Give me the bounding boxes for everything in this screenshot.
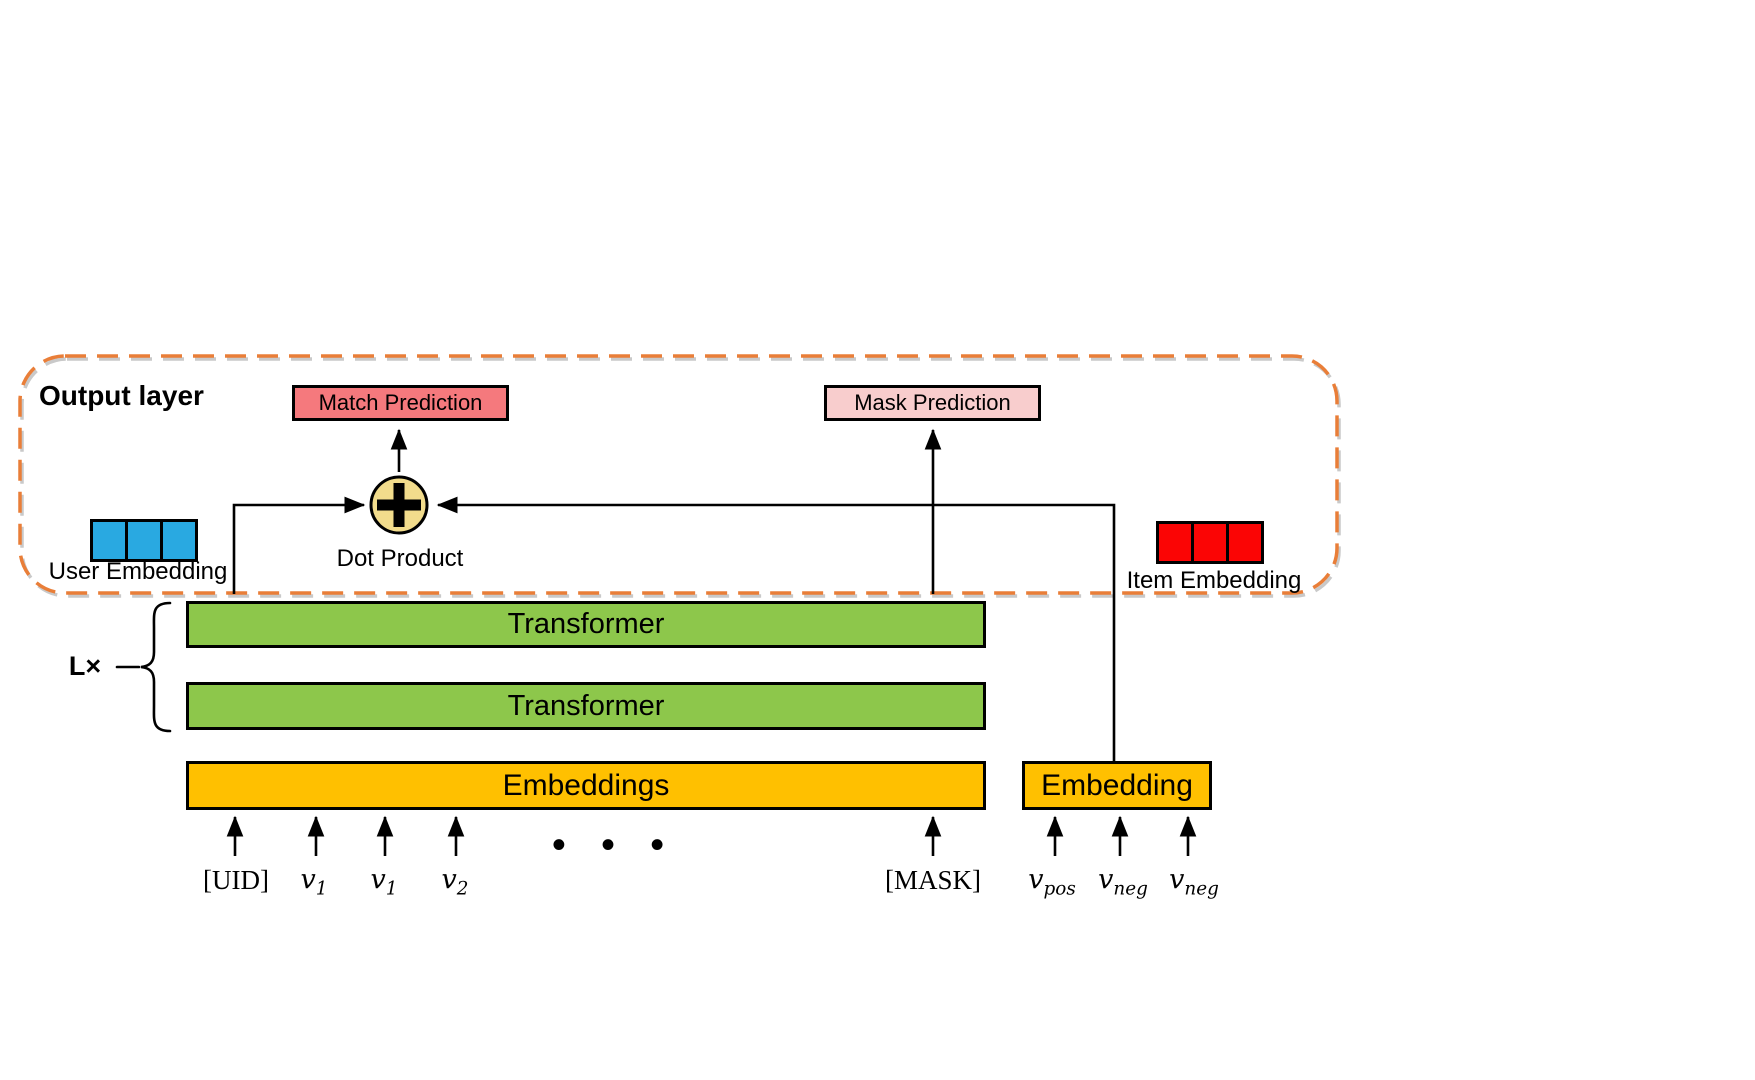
item-embedding-label: Item Embedding — [1126, 567, 1302, 594]
embeddings-box: Embeddings — [186, 761, 986, 810]
item-embedding-vector — [1156, 521, 1264, 564]
token-base: v — [1169, 864, 1185, 895]
output-layer-region-shadow — [20, 357, 1341, 598]
plus-icon — [393, 483, 405, 527]
token-v-pos: vpos — [992, 864, 1112, 900]
token-mask: [MASK] — [884, 865, 981, 895]
embedding-cell — [160, 519, 198, 562]
embedding-cell — [1226, 521, 1264, 564]
repeat-brace-icon — [140, 601, 172, 733]
repeat-count-label: L× — [68, 651, 102, 681]
match-prediction-box: Match Prediction — [292, 385, 509, 421]
token-v1: v1 — [254, 864, 374, 900]
transformer-layer-box: Transformer — [186, 682, 986, 730]
output-layer-title: Output layer — [39, 380, 204, 411]
user-embedding-vector — [90, 519, 198, 562]
token-base: v — [300, 864, 316, 895]
token-subscript: 1 — [385, 878, 398, 900]
output-layer-region-border — [18, 354, 1339, 595]
token-subscript: 1 — [315, 878, 328, 900]
token-subscript: neg — [1113, 878, 1148, 900]
token-v1: v1 — [324, 864, 444, 900]
token-v-neg: vneg — [1134, 864, 1254, 900]
user-embedding-label: User Embedding — [48, 558, 228, 585]
token-base: v — [370, 864, 386, 895]
token-uid: [UID] — [203, 865, 269, 895]
token-base: v — [441, 864, 457, 895]
dot-product-label: Dot Product — [336, 545, 464, 572]
transformer-layer-box: Transformer — [186, 601, 986, 648]
token-subscript: neg — [1184, 878, 1219, 900]
embedding-cell — [90, 519, 128, 562]
ellipsis-dots: • • • — [551, 823, 677, 867]
embedding-cell — [1191, 521, 1229, 564]
user-vector-arrow — [232, 496, 366, 594]
mask-prediction-box: Mask Prediction — [824, 385, 1041, 421]
token-subscript: 2 — [456, 878, 469, 900]
token-v2: v2 — [395, 864, 515, 900]
token-subscript: pos — [1043, 878, 1076, 900]
token-v-neg: vneg — [1063, 864, 1183, 900]
token-base: v — [1098, 864, 1114, 895]
item-vector-arrow — [436, 496, 1116, 761]
side-embedding-box: Embedding — [1022, 761, 1212, 810]
embedding-cell — [125, 519, 163, 562]
embedding-cell — [1156, 521, 1194, 564]
token-base: v — [1028, 864, 1044, 895]
